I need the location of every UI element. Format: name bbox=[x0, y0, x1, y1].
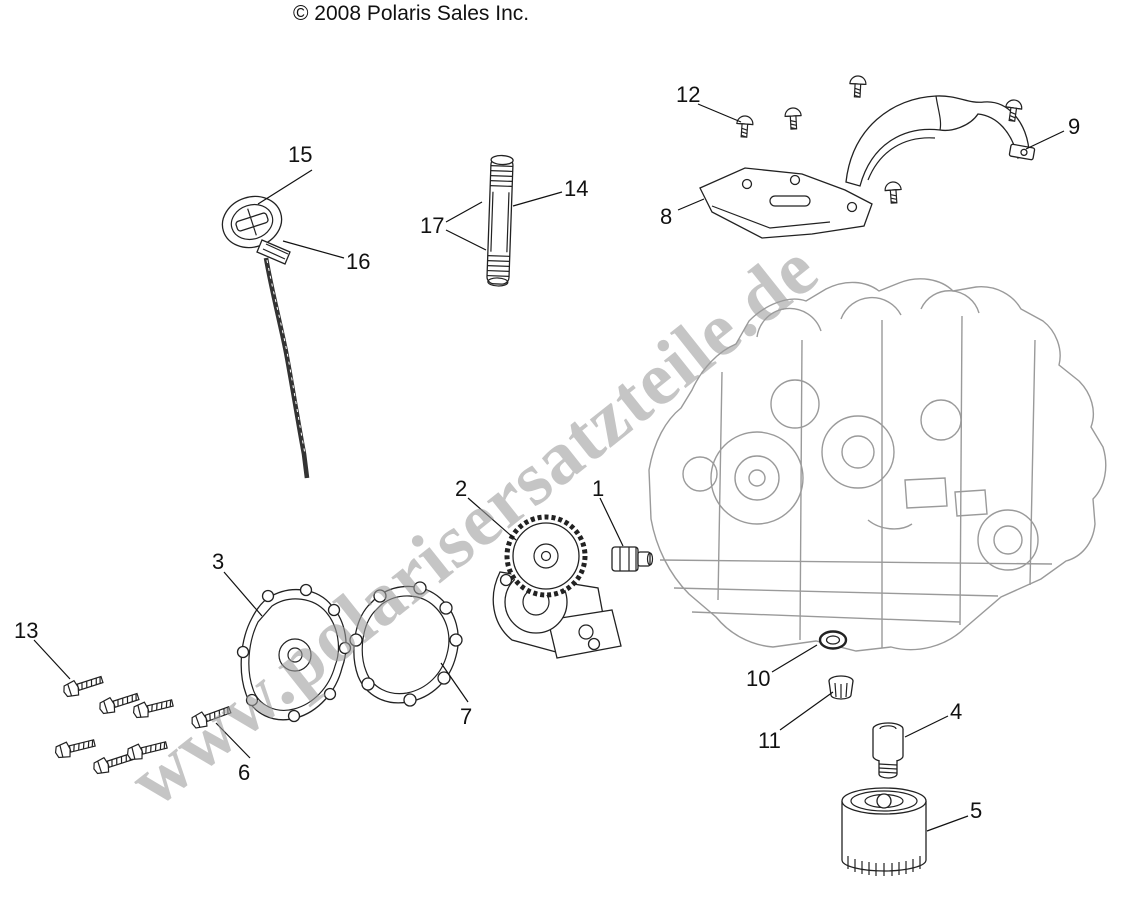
callout-17: 17 bbox=[420, 213, 445, 238]
copyright-text: © 2008 Polaris Sales Inc. bbox=[293, 2, 530, 25]
cover-bolts bbox=[53, 671, 233, 777]
leader-lines bbox=[33, 103, 1065, 832]
callout-2: 2 bbox=[455, 476, 468, 501]
callout-9: 9 bbox=[1068, 114, 1081, 139]
filter-fitting bbox=[872, 722, 904, 779]
pump-cover bbox=[236, 583, 352, 723]
oil-fitting bbox=[611, 546, 654, 572]
washer bbox=[818, 630, 848, 650]
callout-5: 5 bbox=[970, 798, 983, 823]
callout-1: 1 bbox=[592, 476, 605, 501]
oil-pump bbox=[492, 514, 622, 659]
callout-14: 14 bbox=[564, 176, 589, 201]
callout-3: 3 bbox=[212, 549, 225, 574]
callout-11: 11 bbox=[758, 728, 781, 753]
callout-8: 8 bbox=[660, 204, 673, 229]
gasket bbox=[349, 581, 463, 707]
heat-shield bbox=[845, 95, 1036, 187]
callout-12: 12 bbox=[676, 82, 701, 107]
callout-6: 6 bbox=[238, 760, 251, 785]
callout-13: 13 bbox=[14, 618, 39, 643]
callout-7: 7 bbox=[460, 704, 473, 729]
callout-10: 10 bbox=[746, 666, 771, 691]
callout-15: 15 bbox=[288, 142, 313, 167]
dipstick bbox=[221, 195, 310, 479]
callout-4: 4 bbox=[950, 699, 963, 724]
crankcase-outline bbox=[648, 278, 1107, 652]
oil-filter bbox=[841, 787, 927, 876]
oil-tube bbox=[486, 154, 514, 287]
callout-16: 16 bbox=[346, 249, 371, 274]
mount-bracket bbox=[699, 167, 873, 239]
drain-plug bbox=[828, 675, 854, 700]
